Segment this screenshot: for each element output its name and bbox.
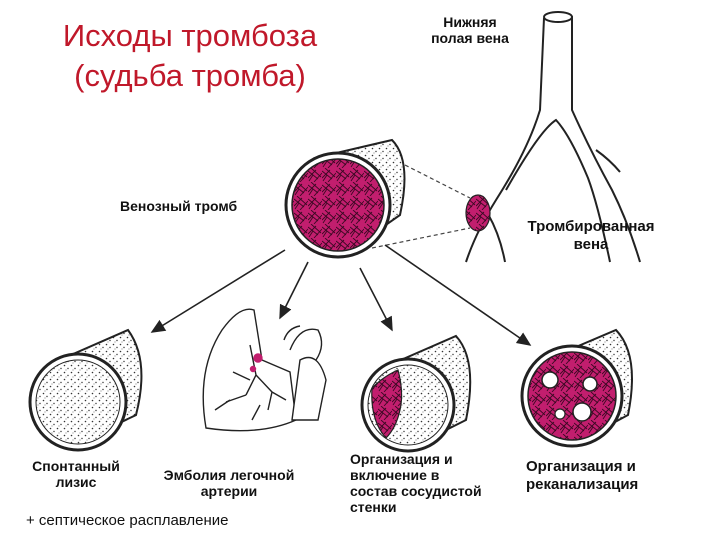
title-line-2: (судьба тромба) [74,58,306,93]
label-recanalization: Организация и реканализация [526,458,696,494]
label-septic-melting: + септическое расплавление [26,512,316,530]
thrombus-in-vein [466,195,490,231]
title-line-1: Исходы тромбоза [63,18,317,53]
recanalized-vessel-drawing [522,330,632,446]
label-pulmonary-embolism: Эмболия легочной артерии [150,467,308,499]
label-spontaneous-lysis: Спонтанный лизис [16,458,136,490]
venous-thrombus-drawing [286,140,405,257]
organized-wall-drawing [362,336,470,451]
lung-drawing [203,309,326,431]
empty-vessel-drawing [30,330,141,450]
label-thrombosed-vein: Тромбированная вена [506,218,676,254]
label-venous-thrombus: Венозный тромб [120,198,290,214]
slide-title: Исходы тромбоза (судьба тромба) [20,16,360,96]
outcome-arrows [152,245,530,345]
label-organization-wall: Организация и включение в состав сосудис… [350,451,510,515]
label-inferior-vena-cava: Нижняя полая вена [410,14,530,46]
